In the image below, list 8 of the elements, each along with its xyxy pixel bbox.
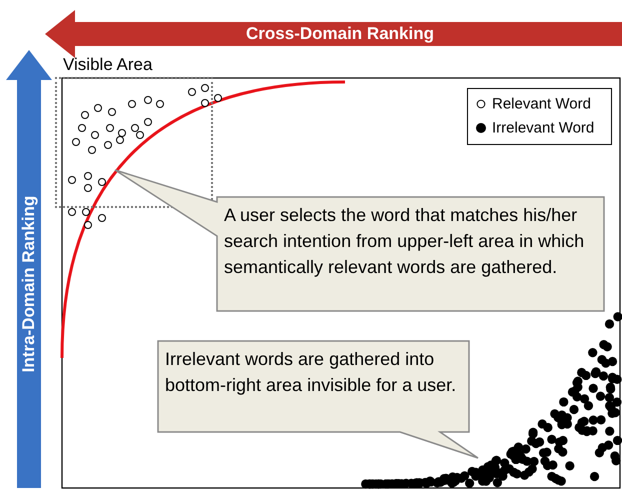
legend-label: Irrelevant Word bbox=[492, 119, 594, 136]
axis-label: Cross-Domain Ranking bbox=[246, 24, 434, 44]
axis-label: Intra-Domain Ranking bbox=[19, 196, 39, 372]
callout-text: Irrelevant words are gathered into bottom-right area invisible for a user. bbox=[165, 348, 458, 397]
region-heading: Visible Area bbox=[63, 55, 152, 75]
callout-text: A user selects the word that matches his/her search intention from upper-left area in which semantically relevant words are gathered. bbox=[224, 204, 586, 279]
callout-bubble bbox=[157, 340, 481, 460]
legend-label: Relevant Word bbox=[492, 95, 591, 112]
